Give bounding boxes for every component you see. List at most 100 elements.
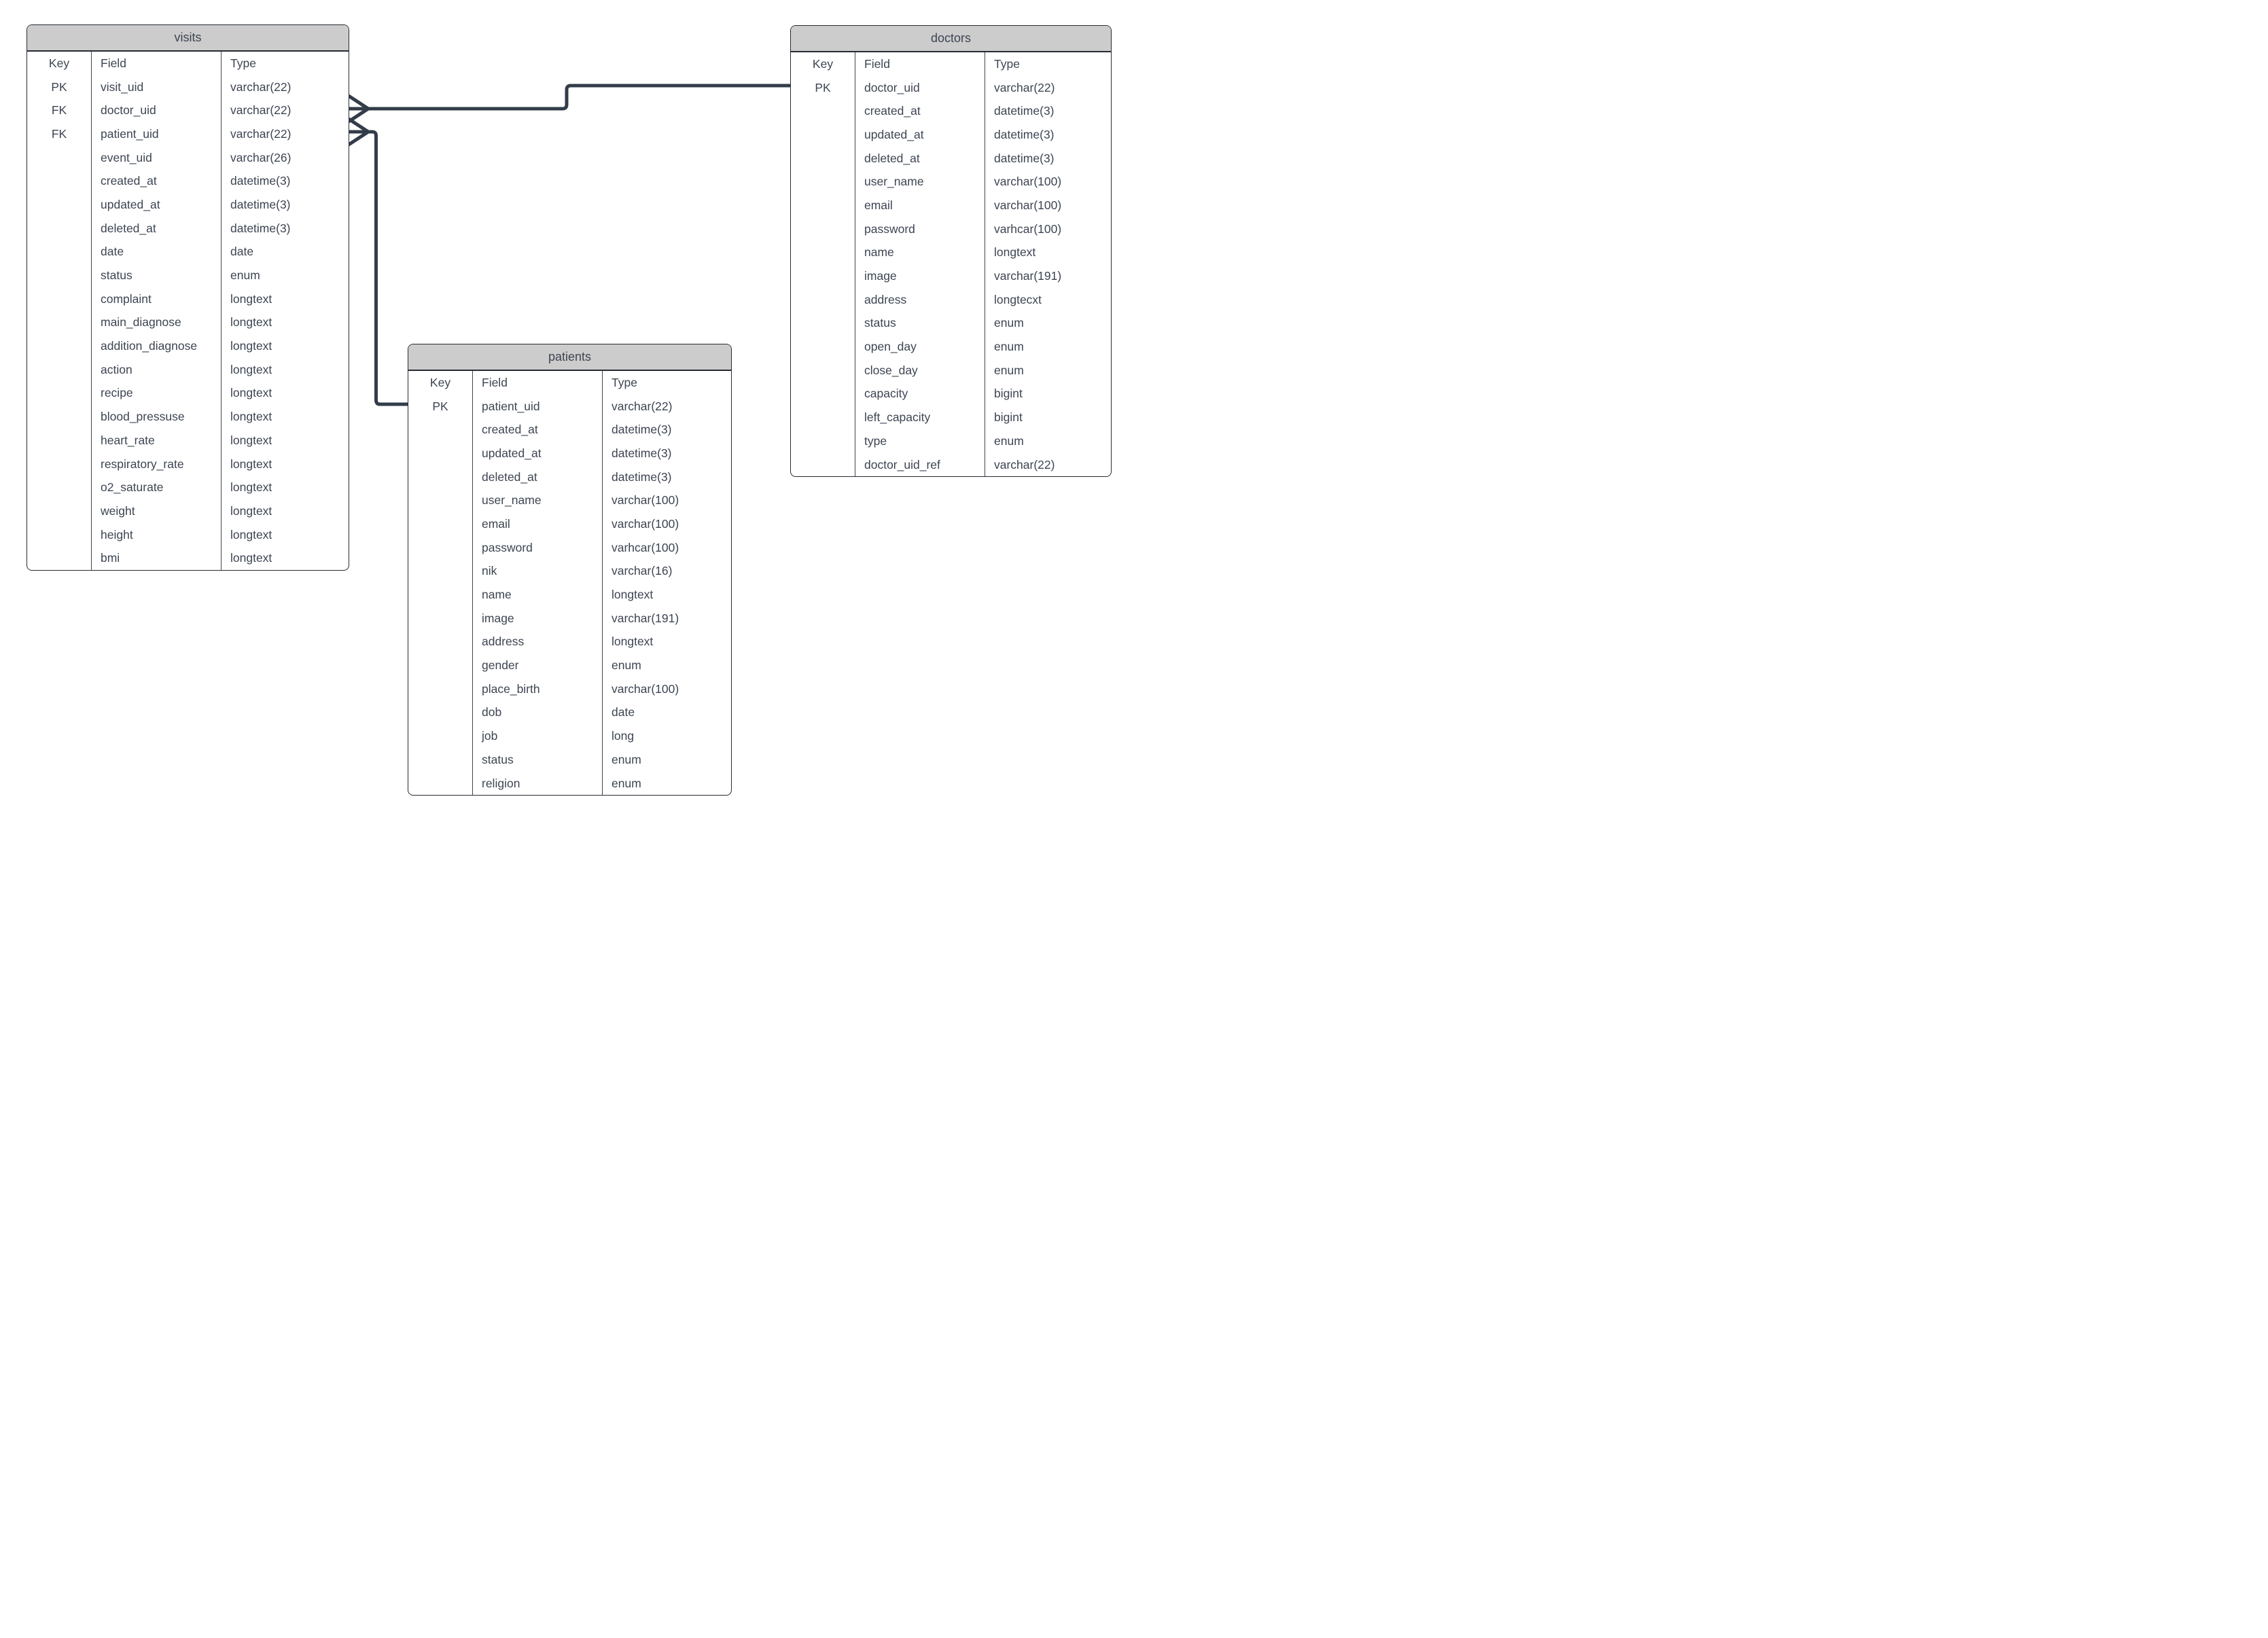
- field-key: [791, 406, 855, 429]
- field-type: bigint: [985, 406, 1111, 429]
- field-name: email: [482, 516, 510, 531]
- field-name: capacity: [864, 387, 908, 401]
- field-type: longtext: [602, 630, 731, 654]
- relation-visits-patients-line[interactable]: [368, 130, 408, 406]
- field-type: longtecxt: [985, 287, 1111, 312]
- field-type: datetime(3): [602, 442, 731, 465]
- field-name: main_diagnose: [101, 315, 181, 330]
- field-key: [408, 654, 473, 677]
- field-type: datetime(3): [221, 216, 349, 241]
- table-title: doctors: [791, 26, 1111, 52]
- field-type: varchar(22): [985, 75, 1111, 100]
- field-type: longtext: [221, 334, 349, 358]
- field-type: datetime(3): [985, 123, 1111, 147]
- field-type: varchar(100): [602, 488, 731, 513]
- field-name: recipe: [101, 386, 133, 400]
- field-name: email: [864, 198, 893, 212]
- field-name: date: [101, 245, 124, 259]
- field-name: dob: [482, 705, 502, 719]
- field-key: [27, 193, 92, 217]
- field-key: [791, 170, 855, 194]
- field-key: [27, 334, 92, 358]
- field-type: longtext: [221, 357, 349, 382]
- field-name: open_day: [864, 340, 917, 354]
- field-type: datetime(3): [985, 146, 1111, 171]
- field-name: visit_uid: [101, 79, 144, 94]
- field-name: created_at: [864, 104, 921, 118]
- field-type: varchar(100): [602, 677, 731, 701]
- field-type: longtext: [602, 583, 731, 607]
- field-name: password: [864, 221, 915, 236]
- field-name: patient_uid: [101, 126, 159, 141]
- field-name: height: [101, 527, 133, 541]
- field-name: address: [864, 292, 907, 306]
- field-key: [791, 99, 855, 124]
- field-key: [408, 606, 473, 630]
- field-type: datetime(3): [221, 169, 349, 194]
- field-name: image: [482, 611, 514, 625]
- field-name: nik: [482, 564, 497, 578]
- field-key: [791, 358, 855, 382]
- field-name: heart_rate: [101, 433, 155, 447]
- column-header-row: Key Field Type: [408, 371, 731, 395]
- field-name: image: [864, 269, 897, 283]
- relation-visits-doctors[interactable]: [347, 84, 790, 124]
- column-header-row: Key Field Type: [791, 52, 1111, 76]
- field-name: user_name: [864, 175, 924, 189]
- field-key: [408, 724, 473, 748]
- field-type: longtext: [221, 405, 349, 429]
- field-name: respiratory_rate: [101, 457, 184, 471]
- field-name: left_capacity: [864, 410, 931, 425]
- field-row: address longtecxt: [791, 287, 1111, 312]
- field-name: created_at: [101, 174, 157, 188]
- field-type: longtext: [221, 429, 349, 452]
- relation-visits-patients[interactable]: [347, 117, 408, 406]
- field-name: created_at: [482, 423, 538, 437]
- field-key: [408, 535, 473, 560]
- column-header-type: Type: [985, 52, 1111, 76]
- field-key: [791, 241, 855, 265]
- column-header-field: Field: [482, 375, 508, 389]
- field-key: [791, 146, 855, 171]
- field-name: updated_at: [482, 446, 542, 460]
- relation-visits-doctors-line[interactable]: [368, 84, 790, 111]
- field-row: open_day enum: [791, 335, 1111, 359]
- field-name: complaint: [101, 291, 152, 306]
- field-key: PK: [408, 394, 473, 419]
- field-type: enum: [985, 335, 1111, 359]
- field-name: deleted_at: [864, 151, 920, 165]
- field-type: varchar(26): [221, 145, 349, 170]
- field-name: name: [864, 245, 894, 260]
- field-type: enum: [985, 311, 1111, 336]
- field-key: [27, 522, 92, 547]
- crow-foot-many-icon: [347, 94, 370, 124]
- field-key: [408, 512, 473, 536]
- field-name: address: [482, 635, 525, 649]
- field-key: [27, 310, 92, 335]
- field-row: date date: [27, 240, 349, 264]
- field-type: varchar(22): [221, 99, 349, 123]
- field-type: date: [221, 240, 349, 264]
- field-type: longtext: [221, 522, 349, 547]
- field-row: place_birth varchar(100): [408, 677, 731, 701]
- field-key: [791, 311, 855, 336]
- field-name: place_birth: [482, 681, 540, 696]
- field-key: FK: [27, 122, 92, 146]
